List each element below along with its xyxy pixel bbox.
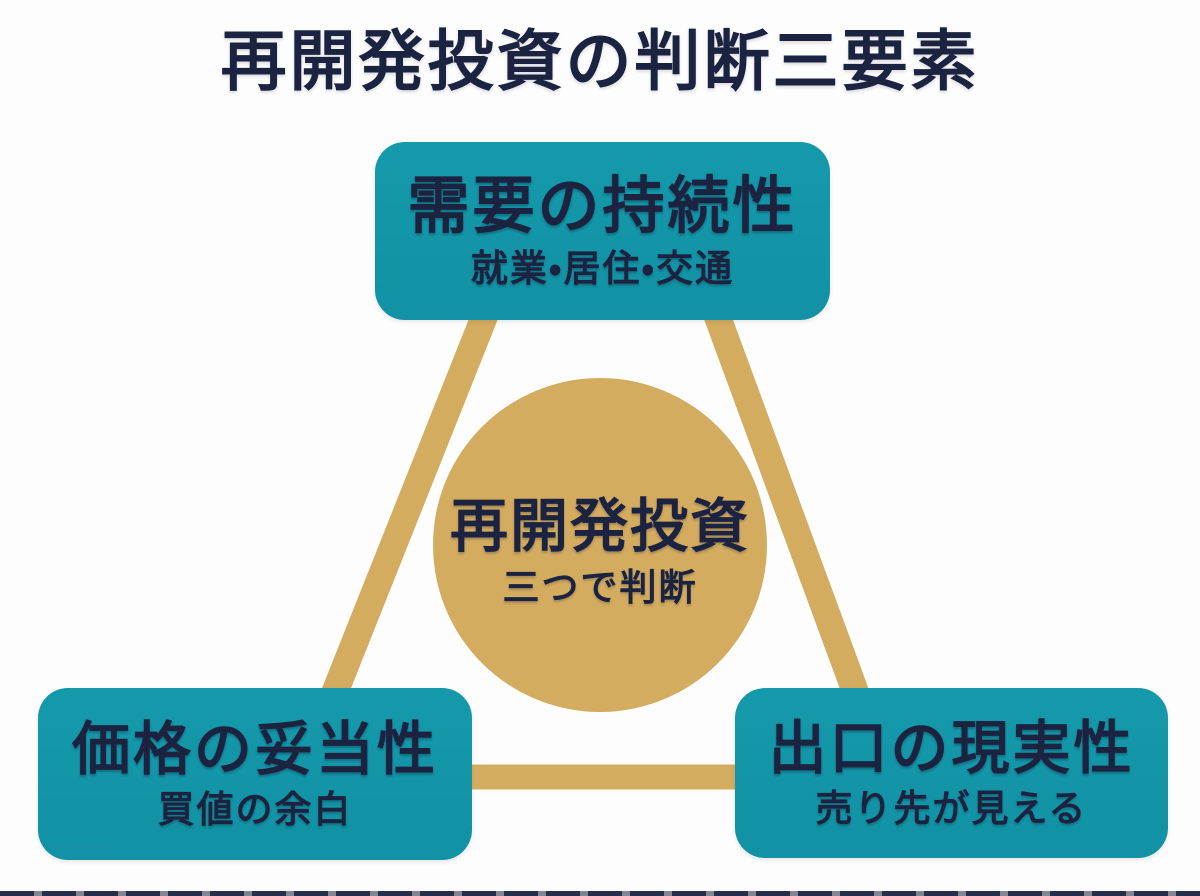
node-price: 価格の妥当性 買値の余白	[38, 688, 472, 860]
node-demand: 需要の持続性 就業・居住・交通	[375, 142, 830, 320]
node-price-label: 価格の妥当性	[71, 715, 438, 783]
node-price-sublabel: 買値の余白	[157, 788, 353, 831]
center-circle: 再開発投資 三つで判断	[433, 378, 767, 712]
bottom-edge-artifact	[0, 891, 1200, 896]
node-demand-label: 需要の持続性	[407, 169, 798, 242]
node-demand-sublabel: 就業・居住・交通	[470, 247, 735, 290]
node-exit-sublabel: 売り先が見える	[815, 787, 1088, 830]
center-sublabel: 三つで判断	[502, 565, 698, 609]
node-exit: 出口の現実性 売り先が見える	[735, 688, 1168, 858]
center-label: 再開発投資	[449, 491, 750, 560]
node-exit-label: 出口の現実性	[768, 714, 1135, 782]
diagram-title: 再開発投資の判断三要素	[220, 23, 980, 100]
